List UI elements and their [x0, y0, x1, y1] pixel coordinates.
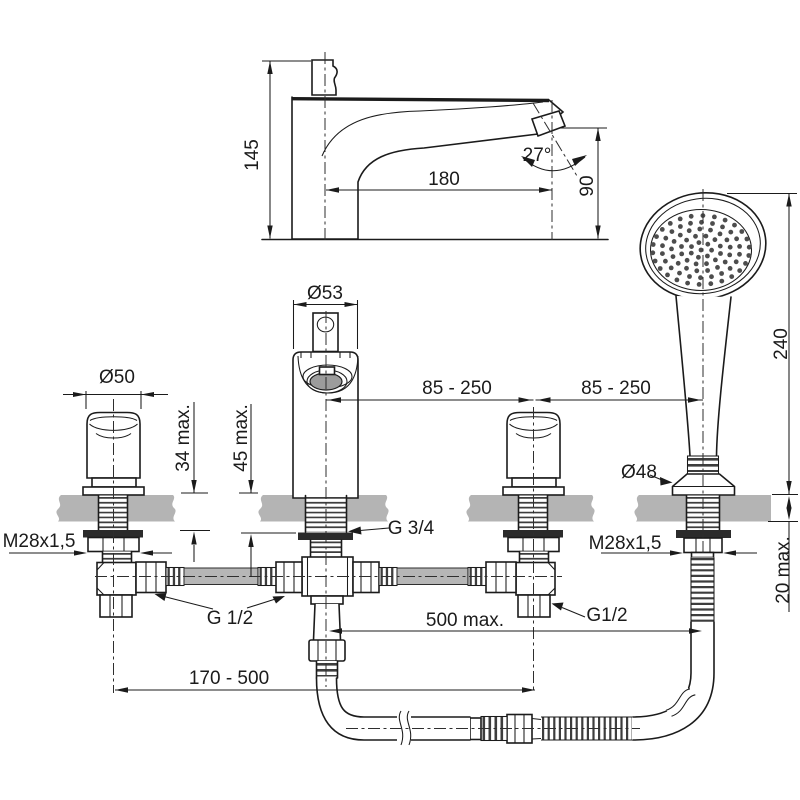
dim-label-centers-range: 170 - 500: [189, 668, 269, 689]
dim-label-outlet-height: 90: [577, 175, 598, 196]
dim-label-handle-dia: Ø50: [99, 367, 135, 388]
dim-label-spout-reach: 180: [428, 169, 460, 190]
shower-locking-washer: [676, 530, 731, 538]
dim-shower-base-dia: Ø48: [621, 462, 673, 486]
spray-face-dots: [650, 213, 752, 287]
dim-thread-left: M28x1,5: [3, 531, 172, 556]
dim-thread-right: M28x1,5: [589, 533, 757, 556]
dim-label-spacing-left: 85 - 250: [422, 378, 492, 399]
dim-spout-base-dia: Ø53: [292, 283, 359, 349]
right-coupling-nut: [485, 561, 517, 594]
dim-hose-max: 500 max.: [329, 610, 702, 634]
left-valve-hex: [99, 594, 133, 618]
dim-label-thread-right: M28x1,5: [589, 533, 662, 554]
dim-outlet-height: 90: [559, 127, 607, 239]
dim-label-inlet-thread: G 1/2: [207, 608, 253, 629]
shower-handle: [675, 295, 732, 457]
left-valve-body: [96, 561, 137, 596]
dim-label-spacing-right: 85 - 250: [581, 378, 651, 399]
dim-label-spout-deck-max: 45 max.: [231, 404, 252, 472]
spout-aerator-side: [530, 110, 567, 138]
tee-left-nut: [275, 561, 303, 594]
dim-spacing-right: 85 - 250: [535, 378, 703, 403]
dim-label-handle-deck-max: 34 max.: [173, 404, 194, 472]
dim-centers-range: 170 - 500: [115, 668, 535, 693]
dim-label-spout-height: 145: [242, 139, 263, 171]
dimensions: 145 180 27° 90 Ø53: [3, 60, 798, 693]
outlet-union-nut: [308, 639, 346, 662]
spout-side-view: [261, 59, 609, 241]
dim-label-shower-base-dia: Ø48: [621, 462, 657, 483]
dim-shower-height: 240: [727, 192, 797, 494]
dim-label-hose-max: 500 max.: [426, 610, 504, 631]
dim-spout-reach: 180: [326, 169, 552, 193]
dim-spacing-left: 85 - 250: [326, 378, 534, 403]
tee-right-nut: [352, 561, 380, 594]
dim-label-outlet-thread-right: G1/2: [586, 605, 627, 626]
dim-label-shower-deck-max: 20 max.: [773, 536, 794, 604]
left-coupling-nut: [135, 561, 167, 594]
dim-spout-thread: G 3/4: [348, 518, 435, 539]
dim-label-spout-angle: 27°: [523, 145, 552, 166]
dim-spout-deck-max: 45 max.: [231, 404, 296, 577]
dim-inlet-thread: G 1/2: [154, 593, 285, 629]
dim-label-spout-base-dia: Ø53: [307, 283, 343, 304]
right-valve-body: [515, 561, 556, 596]
dim-label-thread-left: M28x1,5: [3, 531, 76, 552]
dim-label-spout-thread: G 3/4: [388, 518, 435, 539]
dim-outlet-thread-right: G1/2: [551, 602, 628, 626]
dim-handle-dia: Ø50: [63, 367, 168, 409]
dim-handle-deck-max: 34 max.: [173, 402, 210, 562]
dim-label-shower-height: 240: [771, 328, 792, 360]
dim-shower-deck-max: 20 max.: [768, 493, 798, 612]
centerlines: [95, 52, 704, 729]
dim-spout-height: 145: [242, 60, 311, 239]
dim-spout-angle: 27°: [521, 145, 587, 172]
